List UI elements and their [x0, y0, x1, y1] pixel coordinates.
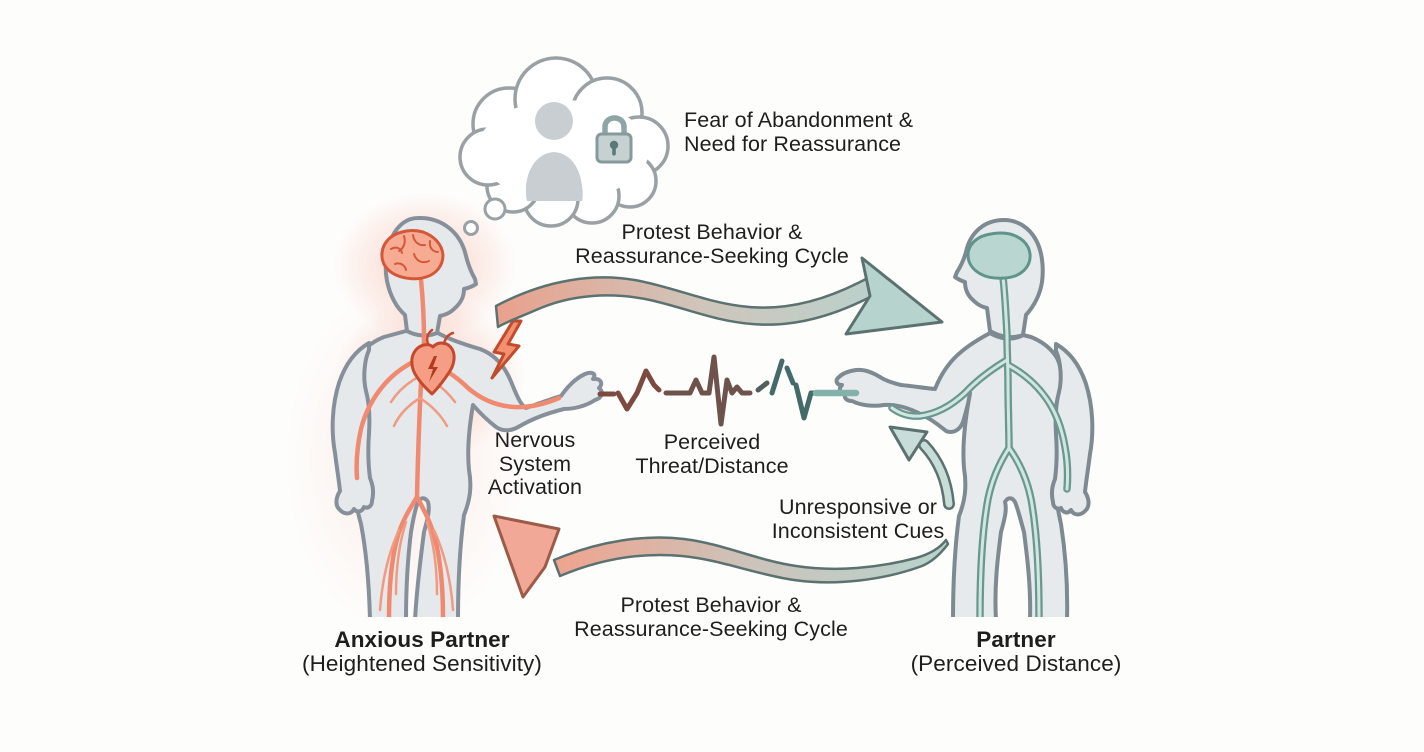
thought-trail-dot: [483, 197, 507, 221]
lightning-icon: [490, 319, 523, 380]
thought-bubble: [458, 56, 670, 236]
thought-trail-dot: [463, 220, 479, 236]
partner-title: Partner: [976, 627, 1056, 652]
partner-figure: [834, 218, 1095, 617]
anxious-partner-label: Anxious Partner (Heightened Sensitivity): [302, 628, 542, 676]
heart-icon: [410, 328, 456, 396]
nervous-system-label-line2: System: [498, 451, 572, 476]
bottom-arrow-label-line1: Protest Behavior &: [620, 593, 802, 617]
ekg-heartbeat-line: [597, 354, 860, 427]
bottom-cycle-arrow: [492, 514, 950, 599]
thought-label: Fear of Abandonment & Need for Reassuran…: [684, 108, 914, 156]
perceived-threat-label: Perceived Threat/Distance: [635, 430, 789, 478]
cues-label-line1: Unresponsive or: [778, 495, 938, 519]
bottom-arrowhead: [492, 514, 561, 599]
anxious-partner-subtitle: (Heightened Sensitivity): [301, 651, 543, 676]
nervous-system-label-line3: Activation: [487, 475, 583, 499]
perceived-threat-label-line1: Perceived: [663, 430, 761, 454]
person-silhouette-icon: [526, 102, 583, 201]
anxious-hanging-arm: [330, 341, 376, 516]
partner-subtitle: (Perceived Distance): [910, 651, 1122, 676]
partner-brain-icon: [966, 231, 1032, 280]
partner-label: Partner (Perceived Distance): [911, 628, 1122, 676]
heartbeat-bolt-icon: [428, 356, 438, 382]
lock-icon: [595, 115, 633, 164]
thought-label-line2: Need for Reassurance: [684, 131, 902, 156]
top-arrow-label-line2: Reassurance-Seeking Cycle: [575, 243, 849, 268]
thought-label-line1: Fear of Abandonment &: [684, 108, 914, 132]
cues-label: Unresponsive or Inconsistent Cues: [771, 495, 945, 543]
top-cycle-arrow: [494, 256, 944, 336]
nervous-system-label-line1: Nervous: [494, 428, 576, 452]
perceived-threat-label-line2: Threat/Distance: [635, 453, 789, 478]
partner-nervous-system: [888, 273, 1072, 617]
cues-label-line2: Inconsistent Cues: [771, 518, 945, 543]
top-arrow-label: Protest Behavior & Reassurance-Seeking C…: [575, 220, 849, 268]
anxious-partner-title: Anxious Partner: [334, 627, 510, 652]
brain-icon: [380, 229, 445, 281]
bottom-arrow-label: Protest Behavior & Reassurance-Seeking C…: [574, 593, 848, 641]
anxious-figure: [285, 192, 604, 617]
top-arrow-label-line1: Protest Behavior &: [621, 220, 803, 244]
nervous-system-label: Nervous System Activation: [487, 428, 583, 500]
cues-arrow: [888, 425, 955, 510]
partner-hanging-arm: [1049, 342, 1095, 517]
bottom-arrow-label-line2: Reassurance-Seeking Cycle: [574, 616, 848, 641]
top-arrowhead: [844, 256, 944, 336]
